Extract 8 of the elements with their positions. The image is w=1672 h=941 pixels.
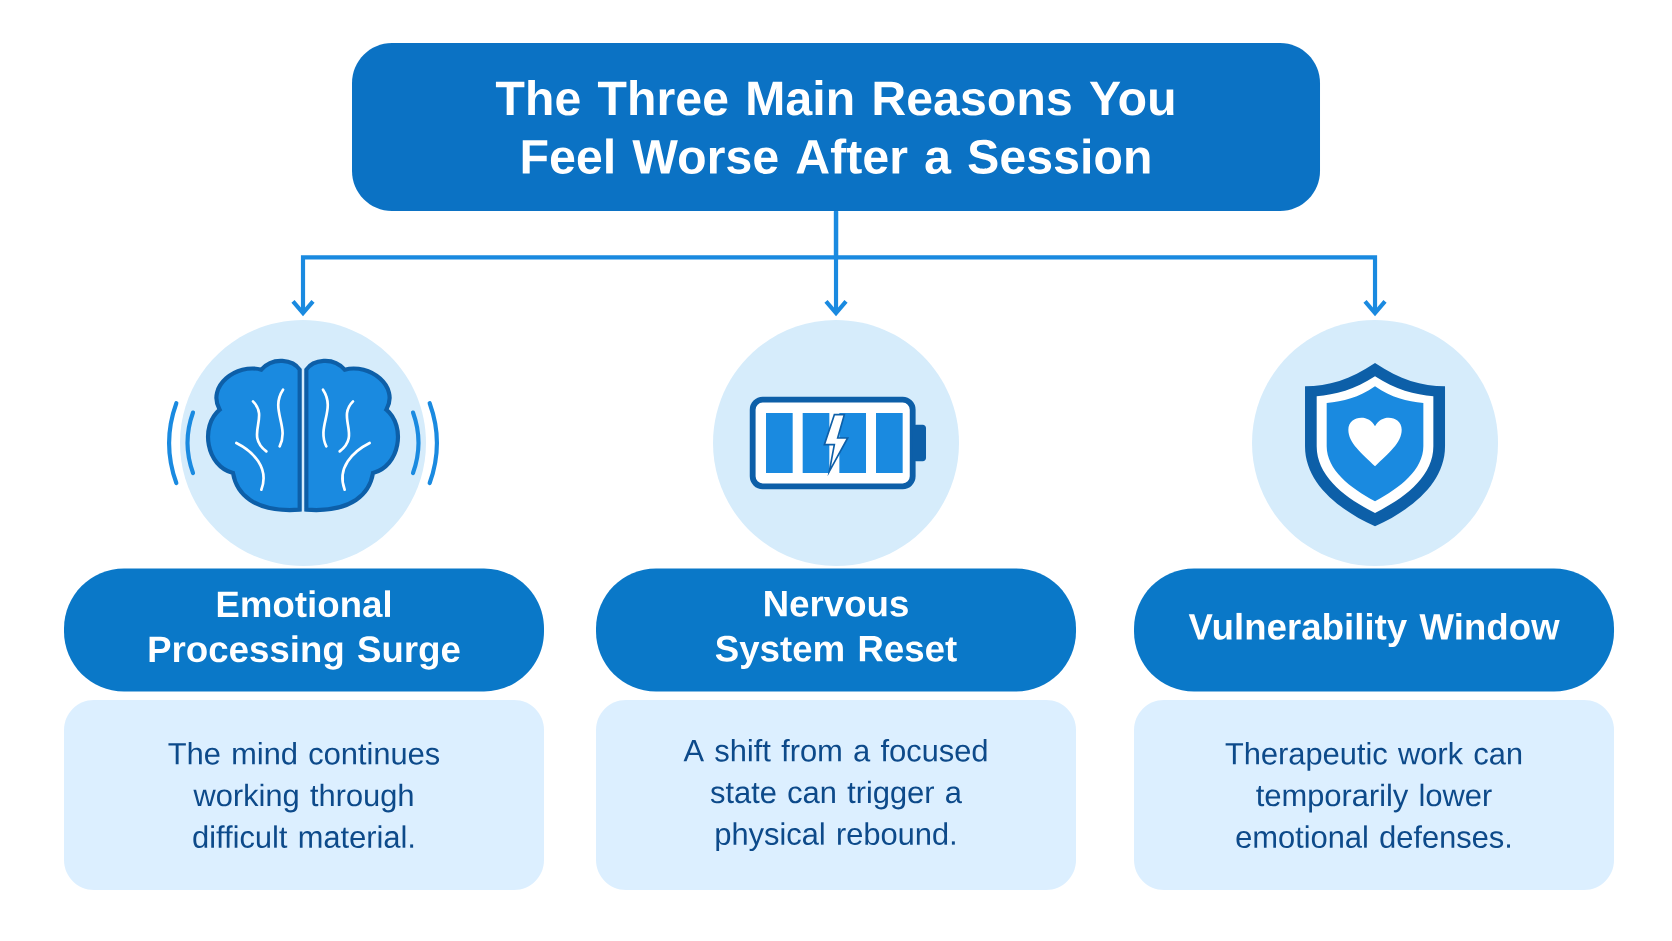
heading-pill: Vulnerability Window [1134,568,1614,692]
heading-pill: Emotional Processing Surge [64,568,544,692]
description-box: The mind continues working through difficult material. [64,700,544,890]
description-box: Therapeutic work can temporarily lower emotional defenses. [1134,700,1614,890]
title-box: The Three Main Reasons You Feel Worse After a Session [352,43,1320,211]
arrow [833,211,1387,317]
description-box: A shift from a focused state can trigger a physical rebound. [596,700,1076,890]
heading-pill: Nervous System Reset [596,568,1076,692]
